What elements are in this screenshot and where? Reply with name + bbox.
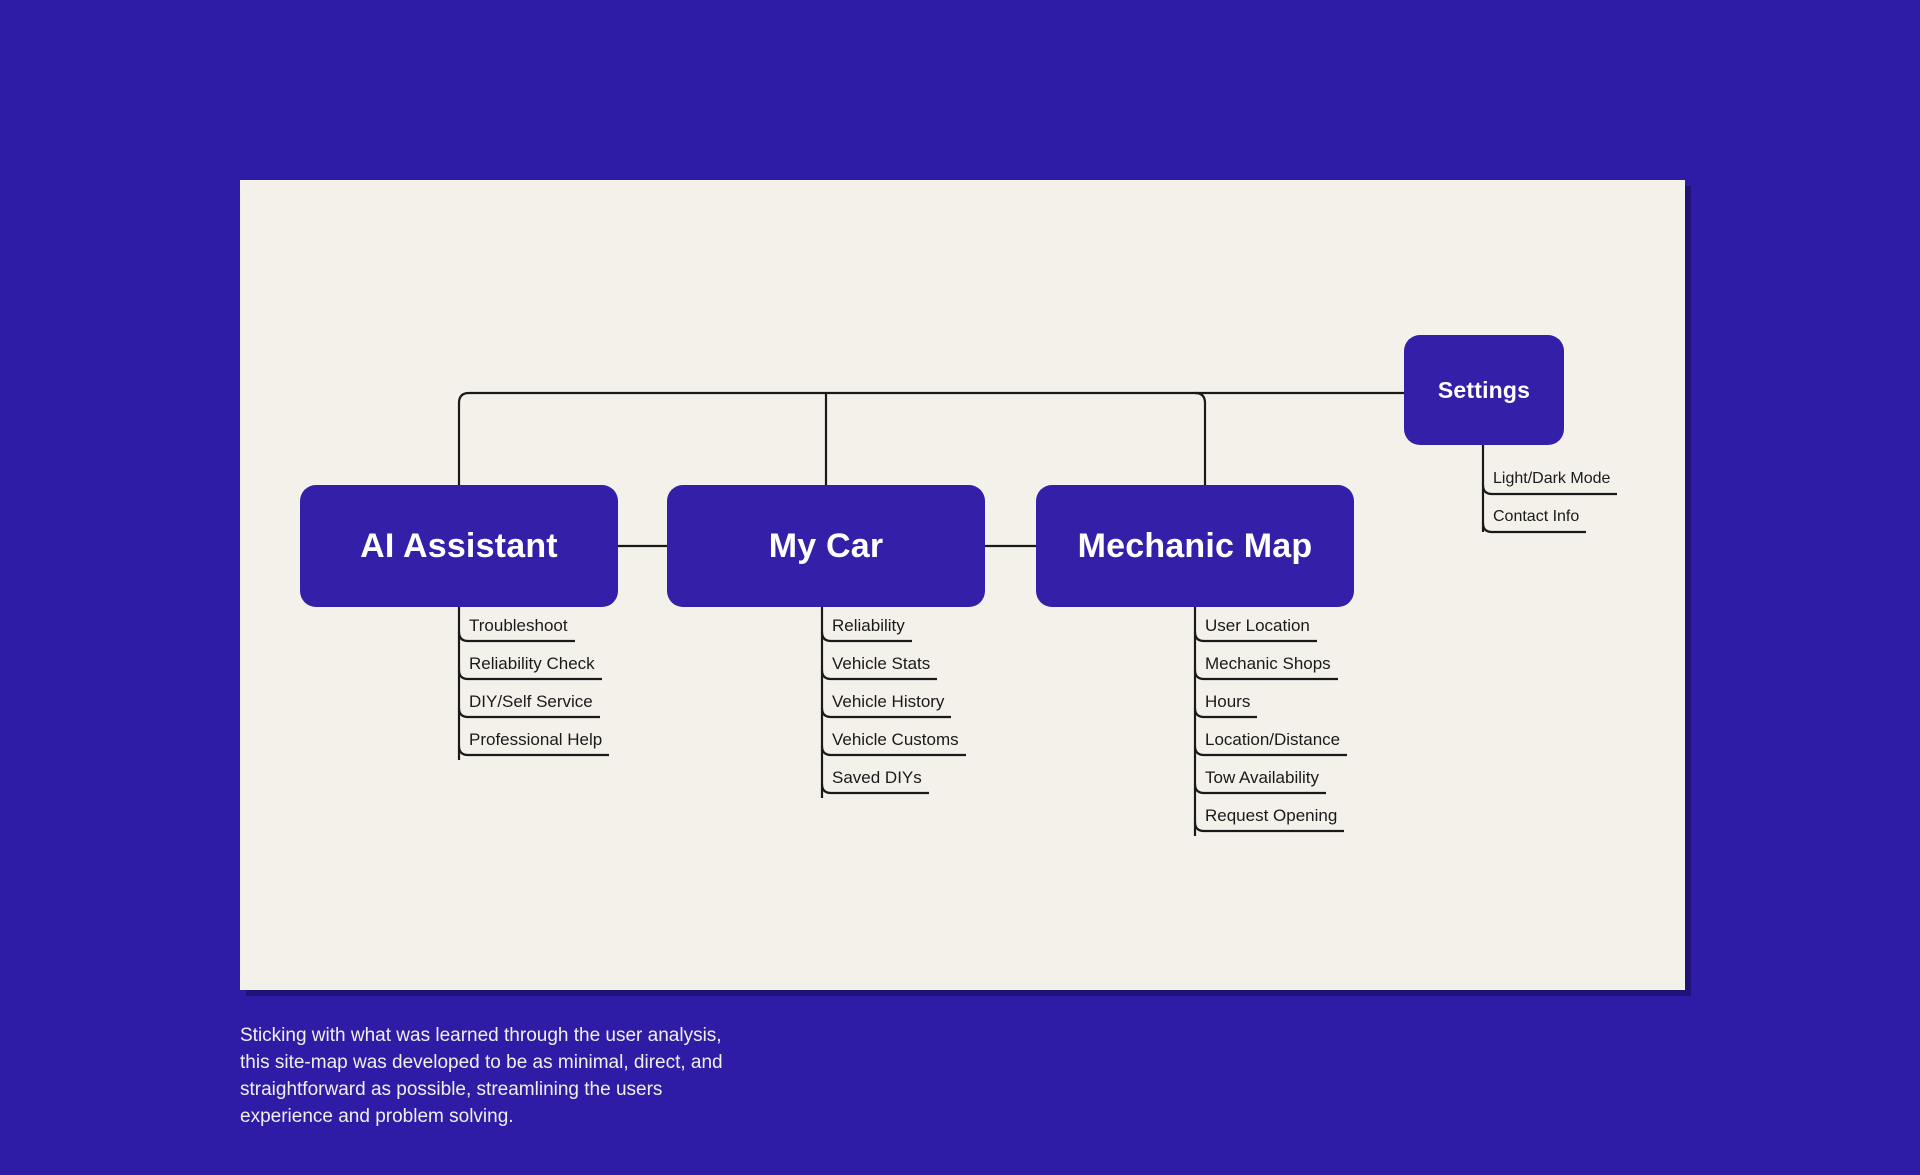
- subitem-label: Vehicle Customs: [832, 730, 959, 749]
- subitem-label: Location/Distance: [1205, 730, 1341, 749]
- sublist-mechanic-map: User Location Mechanic Shops Hours Locat…: [1196, 615, 1340, 843]
- subitem-label: Hours: [1205, 692, 1251, 711]
- list-item[interactable]: Professional Help: [460, 729, 602, 767]
- node-label: AI Assistant: [360, 526, 558, 565]
- list-item[interactable]: Tow Availability: [1196, 767, 1340, 805]
- subitem-label: Vehicle Stats: [832, 654, 931, 673]
- node-ai-assistant[interactable]: AI Assistant: [300, 485, 618, 607]
- list-item[interactable]: Troubleshoot: [460, 615, 602, 653]
- subitem-label: Reliability Check: [469, 654, 595, 673]
- list-item[interactable]: Saved DIYs: [823, 767, 959, 805]
- subitem-label: Mechanic Shops: [1205, 654, 1331, 673]
- list-item[interactable]: User Location: [1196, 615, 1340, 653]
- node-my-car[interactable]: My Car: [667, 485, 985, 607]
- node-settings[interactable]: Settings: [1404, 335, 1564, 445]
- subitem-label: User Location: [1205, 616, 1310, 635]
- node-label: Settings: [1437, 376, 1531, 403]
- sublist-my-car: Reliability Vehicle Stats Vehicle Histor…: [823, 615, 959, 805]
- node-mechanic-map[interactable]: Mechanic Map: [1036, 485, 1354, 607]
- subitem-label: Professional Help: [469, 730, 603, 749]
- subitem-label: Light/Dark Mode: [1493, 470, 1611, 487]
- list-item[interactable]: Reliability Check: [460, 653, 602, 691]
- node-label: My Car: [768, 526, 884, 565]
- subitem-label: DIY/Self Service: [469, 692, 593, 711]
- subitem-label: Troubleshoot: [469, 616, 568, 635]
- list-item[interactable]: Light/Dark Mode: [1484, 468, 1610, 506]
- list-item[interactable]: Vehicle Stats: [823, 653, 959, 691]
- list-item[interactable]: Contact Info: [1484, 506, 1610, 544]
- list-item[interactable]: Location/Distance: [1196, 729, 1340, 767]
- list-item[interactable]: Vehicle History: [823, 691, 959, 729]
- node-label: Mechanic Map: [1077, 526, 1313, 565]
- caption-text: Sticking with what was learned through t…: [240, 1025, 723, 1127]
- list-item[interactable]: Reliability: [823, 615, 959, 653]
- list-item[interactable]: Vehicle Customs: [823, 729, 959, 767]
- list-item[interactable]: Hours: [1196, 691, 1340, 729]
- list-item[interactable]: DIY/Self Service: [460, 691, 602, 729]
- sublist-ai-assistant: Troubleshoot Reliability Check DIY/Self …: [460, 615, 602, 767]
- subitem-label: Tow Availability: [1205, 768, 1320, 787]
- list-item[interactable]: Request Opening: [1196, 805, 1340, 843]
- subitem-label: Reliability: [832, 616, 905, 635]
- list-item[interactable]: Mechanic Shops: [1196, 653, 1340, 691]
- subitem-label: Contact Info: [1493, 508, 1580, 525]
- subitem-label: Vehicle History: [832, 692, 945, 711]
- sublist-settings: Light/Dark Mode Contact Info: [1484, 468, 1610, 544]
- subitem-label: Request Opening: [1205, 806, 1338, 825]
- subitem-label: Saved DIYs: [832, 768, 922, 787]
